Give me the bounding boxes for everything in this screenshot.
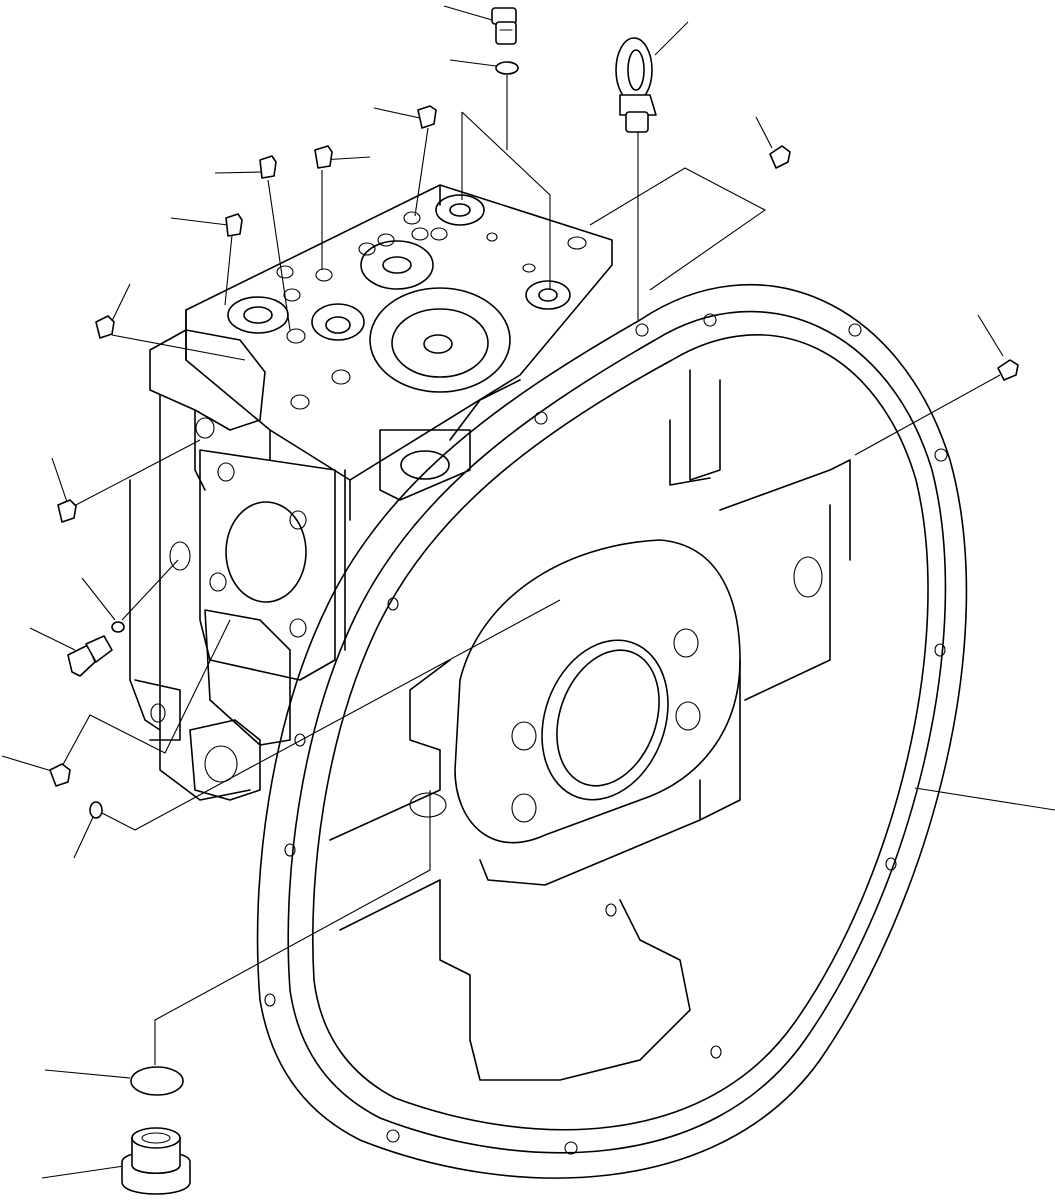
small-plugs — [49, 105, 1019, 787]
plug-top — [491, 7, 517, 45]
eye-bolt — [615, 37, 657, 133]
fitting-left — [67, 635, 113, 677]
o-ring-bottom — [130, 1066, 184, 1096]
leader-lines — [1, 5, 1055, 1179]
ring-bolt-holes — [264, 313, 948, 1155]
o-ring-top — [495, 61, 519, 75]
plug-bottom — [121, 1127, 191, 1195]
o-ring-left-lower — [89, 801, 103, 819]
flywheel-housing — [256, 284, 968, 1179]
pump-valve-body — [129, 184, 613, 801]
o-ring-left — [111, 621, 125, 633]
